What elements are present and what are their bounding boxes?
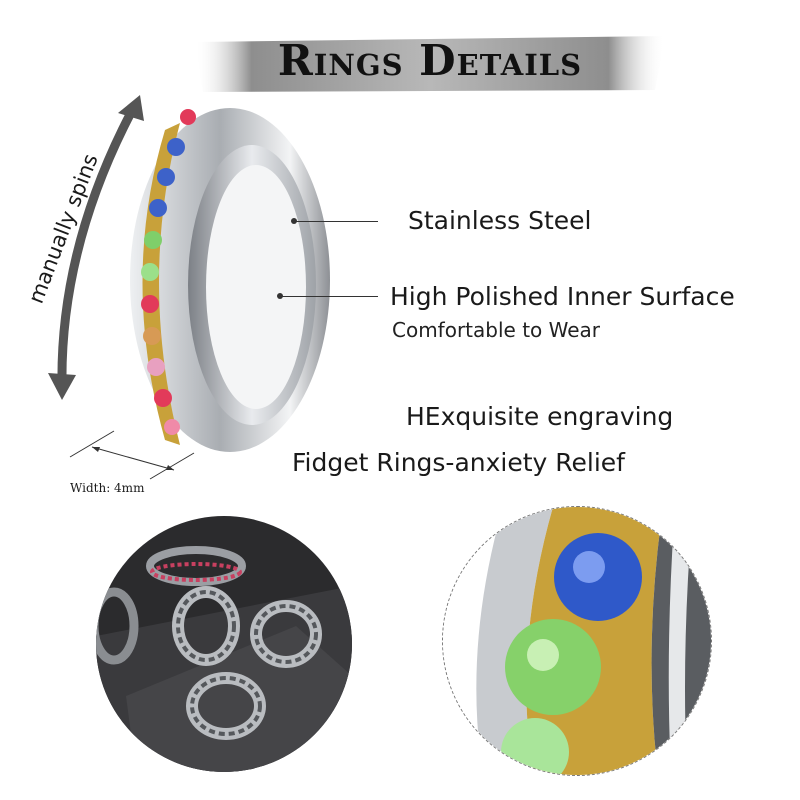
callout-dot (277, 293, 283, 299)
gem-row (141, 109, 196, 435)
gem (149, 199, 167, 217)
width-label: Width: 4mm (70, 481, 145, 495)
gem (167, 138, 185, 156)
stainless-steel-label: Stainless Steel (408, 206, 592, 235)
callout-line (296, 221, 378, 222)
gem (164, 419, 180, 435)
gem (180, 109, 196, 125)
gem (144, 231, 162, 249)
gem (157, 168, 175, 186)
ring-inner-hole (206, 165, 306, 409)
spin-arrow-icon (48, 95, 144, 400)
rings-collection-photo (96, 516, 352, 772)
width-dimension-icon (69, 430, 195, 480)
gem-closeup-photo (442, 506, 712, 776)
gem (154, 389, 172, 407)
gem (147, 358, 165, 376)
page-title: Rings Details (277, 36, 583, 85)
fidget-label: Fidget Rings-anxiety Relief (292, 448, 625, 477)
gem (141, 295, 159, 313)
callout-line (282, 296, 378, 297)
engraving-label: HExquisite engraving (406, 402, 674, 431)
gem (141, 263, 159, 281)
gem (143, 327, 161, 345)
comfort-label: Comfortable to Wear (392, 318, 601, 342)
polished-surface-label: High Polished Inner Surface (390, 282, 735, 311)
callout-dot (291, 218, 297, 224)
spinner-ring-illustration (130, 108, 330, 452)
title-banner (185, 28, 675, 98)
